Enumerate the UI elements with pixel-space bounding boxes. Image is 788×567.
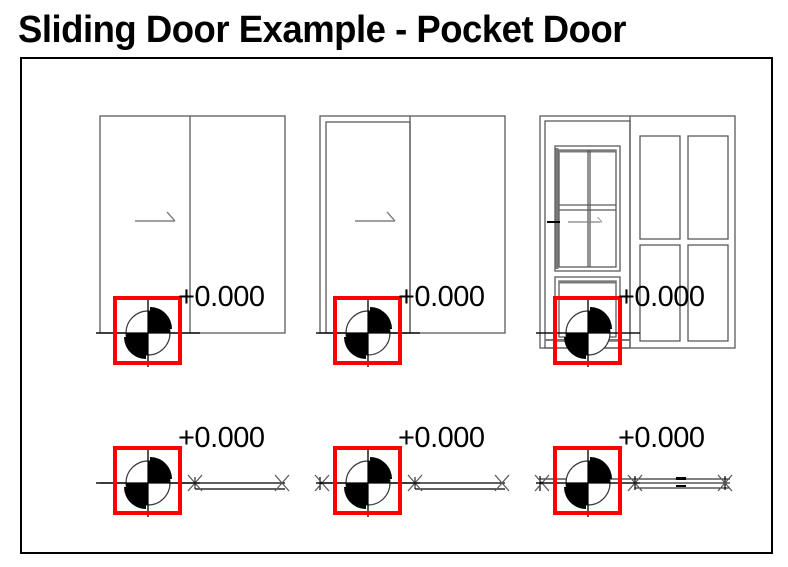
level-label-elev-2: +0.000 bbox=[398, 281, 485, 313]
level-label-plan-3: +0.000 bbox=[618, 422, 705, 454]
slide-direction-arrow-icon bbox=[134, 211, 176, 222]
level-label-plan-1: +0.000 bbox=[178, 422, 265, 454]
elevation-glazed-panelled-pocket-door[interactable] bbox=[539, 115, 736, 349]
level-datum-symbol-plan-1[interactable] bbox=[94, 446, 202, 519]
plan-door-handle-2 bbox=[676, 485, 686, 487]
slide-direction-arrow-icon bbox=[354, 211, 396, 222]
plan-door-handle bbox=[676, 477, 686, 480]
side-panel-top-left bbox=[639, 135, 681, 240]
level-label-elev-1: +0.000 bbox=[178, 281, 265, 313]
slide-direction-arrow-icon bbox=[579, 216, 603, 223]
page-title: Sliding Door Example - Pocket Door bbox=[18, 9, 626, 51]
level-label-elev-3: +0.000 bbox=[618, 281, 705, 313]
level-label-plan-2: +0.000 bbox=[398, 422, 485, 454]
glazing-outer-frame bbox=[554, 145, 621, 272]
door-opening-outline bbox=[539, 115, 736, 349]
side-panel-top-right bbox=[687, 135, 729, 240]
level-datum-symbol-plan-3[interactable] bbox=[534, 446, 642, 519]
side-panel-bottom-left bbox=[639, 244, 681, 342]
level-datum-symbol-plan-2[interactable] bbox=[314, 446, 422, 519]
side-panel-bottom-right bbox=[687, 244, 729, 342]
